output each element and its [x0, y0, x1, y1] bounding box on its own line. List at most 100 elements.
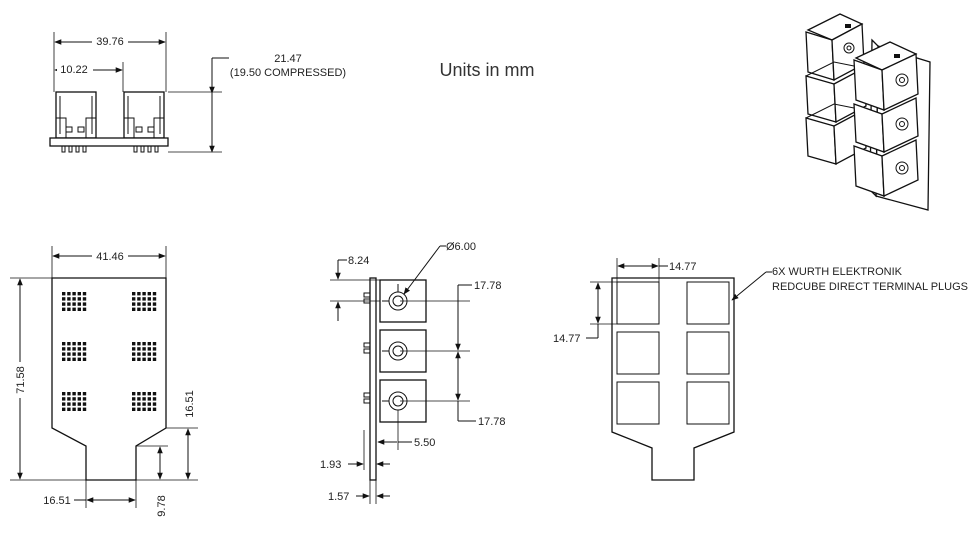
pin-dot	[142, 347, 146, 351]
plan-tab-depth-label: 9.78	[156, 495, 168, 516]
pin-dot	[62, 407, 66, 411]
footprint-pad-width-label: 14.77	[669, 261, 697, 273]
pin-dot	[142, 392, 146, 396]
pin-dot	[142, 357, 146, 361]
pin-dot	[82, 402, 87, 406]
pin-dot	[72, 302, 76, 306]
pin-dot	[62, 392, 66, 396]
pin-dot	[132, 307, 136, 311]
pin-dot	[82, 292, 87, 296]
pin-dot	[137, 302, 141, 306]
pin-dot	[82, 352, 87, 356]
pin-dot	[132, 407, 136, 411]
pin-dot	[82, 307, 87, 311]
pin-dot	[147, 342, 151, 346]
pin-dot	[67, 297, 71, 301]
pin-dot	[77, 392, 81, 396]
pin-dot	[137, 307, 141, 311]
pin-dot	[132, 392, 136, 396]
pin-dot	[72, 402, 76, 406]
pin-dot	[137, 347, 141, 351]
isometric-view	[805, 13, 931, 211]
pin-dot	[137, 402, 141, 406]
pin-dot	[152, 407, 157, 411]
pin-dot	[72, 297, 76, 301]
units-note: Units in mm	[439, 60, 534, 80]
dot-grids	[62, 292, 157, 411]
pin-dot	[152, 352, 157, 356]
pin-dot	[132, 357, 136, 361]
footprint-pad-height-label: 14.77	[553, 333, 581, 345]
pin-dot	[142, 352, 146, 356]
pin-dot	[72, 342, 76, 346]
pin-dot	[132, 397, 136, 401]
pin-dot	[142, 397, 146, 401]
pin-dot	[62, 302, 66, 306]
pin-dot	[137, 297, 141, 301]
plan-tab-depth-right-label: 16.51	[184, 390, 196, 418]
pin-dot	[72, 392, 76, 396]
pin-dot	[142, 307, 146, 311]
pin-dot	[137, 352, 141, 356]
side-board-thickness-label: 1.57	[328, 491, 349, 503]
front-view: 39.76 10.22 21.47 (19.	[49, 32, 346, 153]
pin-dot	[72, 347, 76, 351]
pin-dot	[67, 347, 71, 351]
pin-dot	[82, 392, 87, 396]
pin-dot	[67, 402, 71, 406]
pin-dot	[77, 397, 81, 401]
pin-dot	[77, 407, 81, 411]
pin-dot	[142, 342, 146, 346]
side-pitch-top-label: 17.78	[474, 280, 502, 292]
front-height-compressed-label: (19.50 COMPRESSED)	[230, 67, 346, 79]
pin-dot	[77, 297, 81, 301]
pin-dot	[137, 392, 141, 396]
pin-dot	[77, 342, 81, 346]
pin-dot	[147, 302, 151, 306]
pin-dot	[132, 342, 136, 346]
side-inset-label: 5.50	[414, 437, 435, 449]
pin-dot	[137, 407, 141, 411]
front-pitch-label: 10.22	[60, 64, 88, 76]
pin-dot	[62, 297, 66, 301]
pin-dot	[152, 357, 157, 361]
pin-dot	[72, 352, 76, 356]
pin-dot	[67, 292, 71, 296]
pin-dot	[77, 307, 81, 311]
pin-dot	[62, 347, 66, 351]
pin-dot	[142, 402, 146, 406]
pin-dot	[67, 397, 71, 401]
pin-dot	[72, 407, 76, 411]
pin-dot	[72, 292, 76, 296]
pin-dot	[77, 352, 81, 356]
pin-dot	[137, 292, 141, 296]
pin-dot	[67, 357, 71, 361]
pin-dot	[77, 347, 81, 351]
pin-dot	[82, 397, 87, 401]
pin-dot	[67, 407, 71, 411]
pin-dot	[82, 357, 87, 361]
footprint-callout-line1: 6X WURTH ELEKTRONIK	[772, 266, 903, 278]
pin-dot	[152, 302, 157, 306]
pin-dot	[72, 357, 76, 361]
pin-dot	[62, 292, 66, 296]
plan-tab-width-label: 16.51	[43, 495, 71, 507]
pin-dot	[152, 297, 157, 301]
side-hole-diameter-label: Ø6.00	[446, 241, 476, 253]
pin-dot	[82, 297, 87, 301]
pin-dot	[62, 402, 66, 406]
pin-dot	[62, 357, 66, 361]
pin-dot	[142, 407, 146, 411]
pin-dot	[77, 292, 81, 296]
pin-dot	[152, 402, 157, 406]
pin-dot	[142, 302, 146, 306]
side-pitch-bottom-label: 17.78	[478, 416, 506, 428]
front-width-label: 39.76	[96, 36, 124, 48]
pin-dot	[152, 392, 157, 396]
pin-dot	[82, 302, 87, 306]
pin-dot	[67, 307, 71, 311]
pin-dot	[72, 307, 76, 311]
pin-dot	[147, 402, 151, 406]
footprint-view: 14.77 14.77 6X WURTH ELEKTRONIK REDCUBE …	[553, 258, 968, 481]
pin-dot	[62, 342, 66, 346]
